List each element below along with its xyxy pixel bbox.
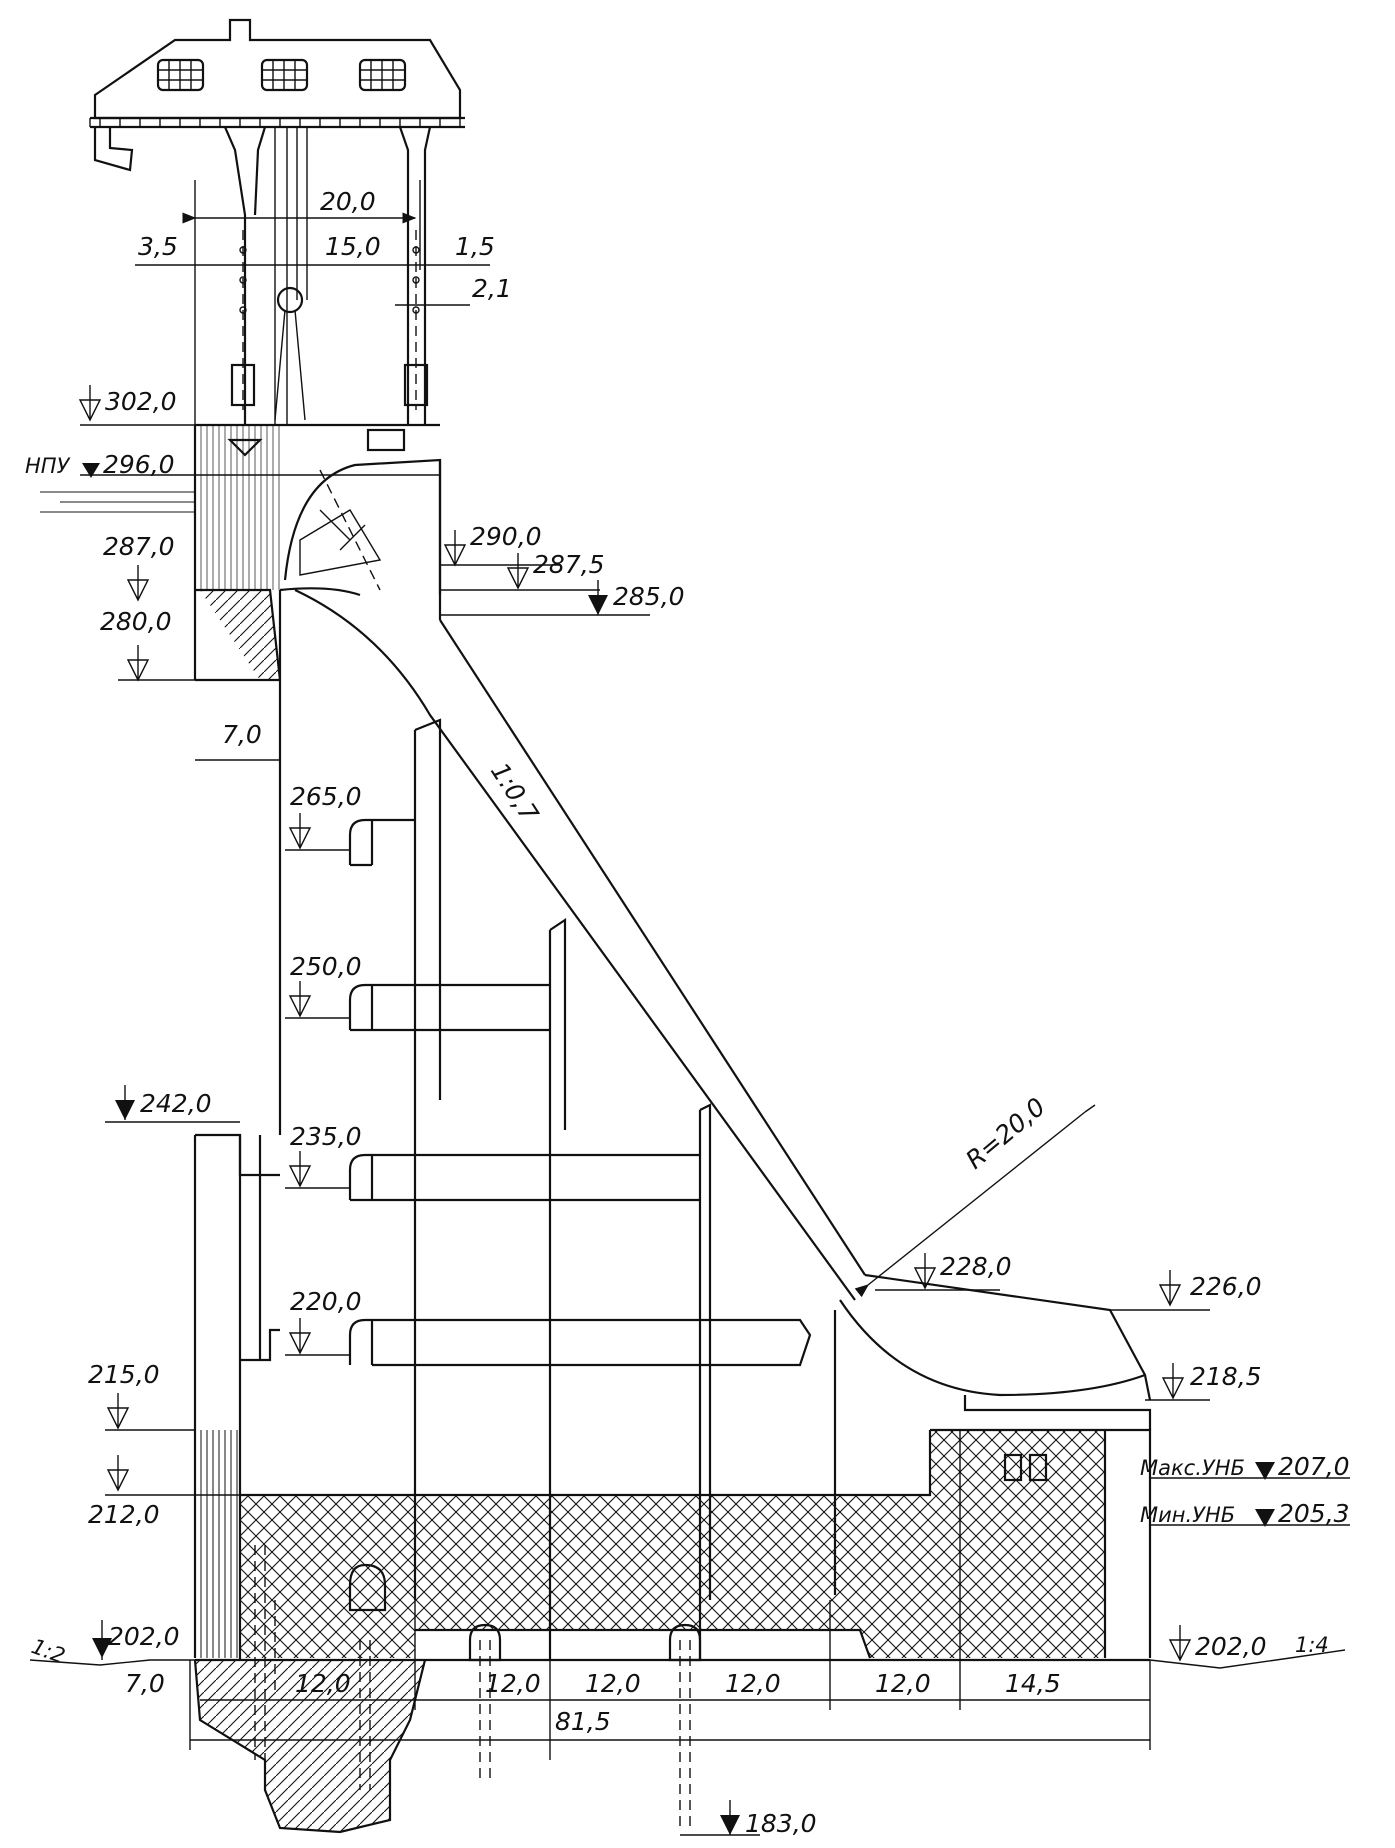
elev-183: 183,0	[745, 1809, 817, 1838]
elev-242: 242,0	[140, 1089, 212, 1118]
elev-202-left: 202,0	[108, 1622, 180, 1651]
dim-7-lower: 7,0	[125, 1669, 165, 1698]
elev-215: 215,0	[88, 1360, 160, 1389]
radius-label: R=20,0	[960, 1092, 1051, 1175]
elev-287: 287,0	[103, 532, 175, 561]
elev-265: 265,0	[290, 782, 362, 811]
elev-207: 207,0	[1278, 1452, 1350, 1481]
elev-205-3: 205,3	[1278, 1499, 1350, 1528]
elev-287-5: 287,5	[533, 550, 605, 579]
dim-7-upper: 7,0	[222, 720, 262, 749]
dim-12-c: 12,0	[585, 1669, 641, 1698]
dim-12-d: 12,0	[725, 1669, 781, 1698]
dimension-lines	[135, 180, 1151, 1760]
dim-3-5: 3,5	[138, 232, 178, 261]
elev-296: 296,0	[103, 450, 175, 479]
dim-12-b: 12,0	[485, 1669, 541, 1698]
dim-12-e: 12,0	[875, 1669, 931, 1698]
dim-20: 20,0	[320, 187, 376, 216]
inspection-galleries	[348, 818, 812, 1662]
slope-left: 1:2	[28, 1634, 68, 1668]
elev-235: 235,0	[290, 1122, 362, 1151]
dim-12-a: 12,0	[295, 1669, 351, 1698]
elev-226: 226,0	[1190, 1272, 1262, 1301]
elev-220: 220,0	[290, 1287, 362, 1316]
elev-285: 285,0	[613, 582, 685, 611]
elev-202-right: 202,0	[1195, 1632, 1267, 1661]
dam-body	[29, 423, 1346, 1834]
labels: 20,0 15,0 3,5 1,5 2,1 302,0 НПУ 296,0 28…	[25, 187, 1350, 1838]
dim-2-1: 2,1	[472, 274, 512, 303]
elev-302: 302,0	[105, 387, 177, 416]
npu-label: НПУ	[25, 454, 71, 478]
dim-1-5: 1,5	[455, 232, 495, 261]
dim-15: 15,0	[325, 232, 381, 261]
headwater	[40, 491, 195, 513]
elev-218-5: 218,5	[1190, 1362, 1262, 1391]
elevation-markers	[78, 385, 1350, 1836]
crane-window-1	[156, 58, 205, 92]
min-tailwater-label: Мин.УНБ	[1140, 1503, 1235, 1527]
elev-250: 250,0	[290, 952, 362, 981]
crane-window-3	[358, 58, 407, 92]
elev-228: 228,0	[940, 1252, 1012, 1281]
elev-290: 290,0	[470, 522, 542, 551]
elev-280: 280,0	[100, 607, 172, 636]
elev-212: 212,0	[88, 1500, 160, 1529]
crane-window-2	[260, 58, 309, 92]
dim-14-5: 14,5	[1005, 1669, 1061, 1698]
max-tailwater-label: Макс.УНБ	[1140, 1456, 1245, 1480]
dim-81-5: 81,5	[555, 1707, 611, 1736]
slope-right: 1:4	[1295, 1633, 1329, 1657]
